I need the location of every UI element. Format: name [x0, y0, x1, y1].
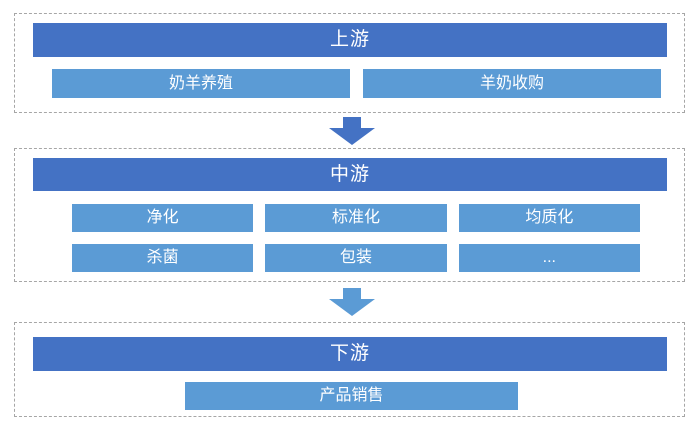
stage-midstream: 中游 净化 标准化 均质化 杀菌 包装 ... [14, 148, 685, 282]
item-packaging: 包装 [265, 244, 447, 272]
item-sterilization: 杀菌 [72, 244, 254, 272]
item-milk-purchase: 羊奶收购 [363, 69, 661, 98]
down-arrow-icon [329, 288, 375, 316]
stage-upstream-row: 奶羊养殖 羊奶收购 [52, 69, 661, 98]
stage-upstream-header: 上游 [33, 23, 667, 57]
stage-midstream-header: 中游 [33, 158, 667, 191]
down-arrow-shape [329, 288, 375, 316]
item-ellipsis: ... [458, 244, 640, 272]
item-homogenization: 均质化 [458, 204, 640, 232]
stage-midstream-row-2: 杀菌 包装 ... [72, 244, 640, 272]
stage-upstream: 上游 奶羊养殖 羊奶收购 [14, 13, 685, 113]
item-product-sales: 产品销售 [185, 382, 518, 410]
down-arrow-icon [329, 117, 375, 145]
item-goat-farming: 奶羊养殖 [52, 69, 350, 98]
item-purification: 净化 [72, 204, 254, 232]
stage-midstream-row-1: 净化 标准化 均质化 [72, 204, 640, 232]
item-standardization: 标准化 [265, 204, 447, 232]
stage-downstream: 下游 产品销售 [14, 322, 685, 417]
stage-downstream-header: 下游 [33, 337, 667, 371]
stage-downstream-row: 产品销售 [185, 382, 518, 410]
down-arrow-shape [329, 117, 375, 145]
